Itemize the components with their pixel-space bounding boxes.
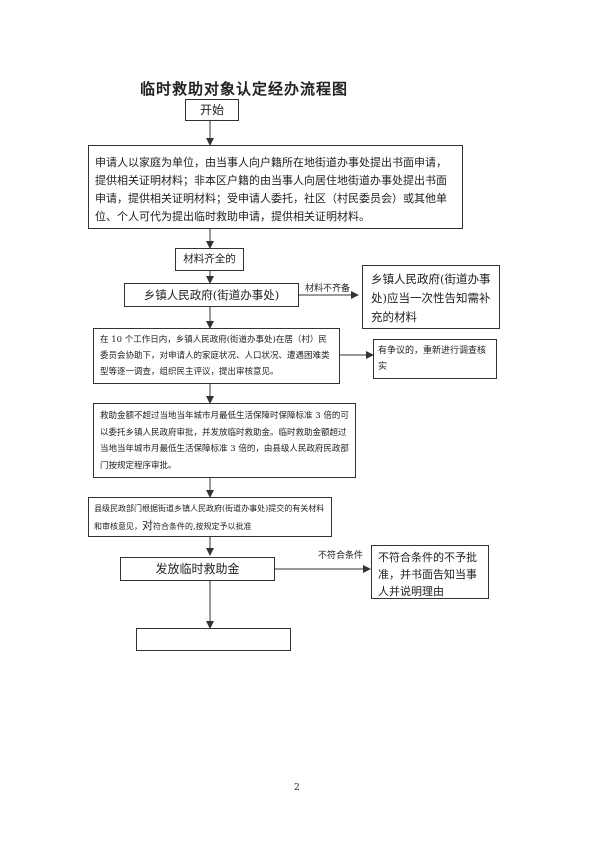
materials-complete-label: 材料齐全的 bbox=[183, 253, 236, 265]
start-label: 开始 bbox=[199, 103, 224, 117]
issue-box: 发放临时救助金 bbox=[120, 557, 275, 581]
apply-box: 申请人以家庭为单位，由当事人向户籍所在地街道办事处提出书面申请，提供相关证明材料… bbox=[88, 145, 463, 229]
supplement-text: 乡镇人民政府(街道办事处)应当一次性告知需补充的材料 bbox=[371, 272, 491, 324]
materials-complete-box: 材料齐全的 bbox=[175, 248, 244, 271]
apply-text: 申请人以家庭为单位，由当事人向户籍所在地街道办事处提出书面申请，提供相关证明材料… bbox=[95, 156, 447, 223]
reject-text: 不符合条件的不予批准，并书面告知当事人并说明理由 bbox=[378, 551, 477, 598]
incomplete-label: 材料不齐备 bbox=[305, 284, 351, 294]
dispute-text: 有争议的，重新进行调查核实 bbox=[378, 346, 487, 372]
county-text-a: 县级民政部门根据街道乡镇人民政府(街道办事处)提交的有关材料和审核意见， bbox=[94, 504, 325, 531]
amount-text: 救助金额不超过当地当年城市月最低生活保障时保障标准 3 倍的可以委托乡镇人民政府… bbox=[100, 411, 349, 471]
page-title: 临时救助对象认定经办流程图 bbox=[140, 80, 349, 98]
review-text: 在 10 个工作日内，乡镇人民政府(街道办事处)在居（村）民委员会协助下，对申请… bbox=[100, 335, 330, 377]
dispute-box: 有争议的，重新进行调查核实 bbox=[373, 339, 497, 379]
county-text-b: 对 bbox=[142, 519, 153, 532]
issue-label: 发放临时救助金 bbox=[155, 562, 240, 576]
township-box: 乡镇人民政府(街道办事处) bbox=[124, 283, 299, 307]
reject-box: 不符合条件的不予批准，并书面告知当事人并说明理由 bbox=[371, 545, 489, 599]
review-box: 在 10 个工作日内，乡镇人民政府(街道办事处)在居（村）民委员会协助下，对申请… bbox=[93, 328, 340, 384]
county-box: 县级民政部门根据街道乡镇人民政府(街道办事处)提交的有关材料和审核意见，对符合条… bbox=[88, 497, 332, 537]
supplement-box: 乡镇人民政府(街道办事处)应当一次性告知需补充的材料 bbox=[362, 265, 500, 329]
not-qualified-label: 不符合条件 bbox=[318, 551, 364, 561]
county-text-c: 符合条件的,按规定予以批准 bbox=[153, 522, 252, 531]
township-label: 乡镇人民政府(街道办事处) bbox=[143, 288, 280, 302]
final-empty-box bbox=[136, 628, 291, 651]
start-box: 开始 bbox=[185, 99, 239, 121]
amount-box: 救助金额不超过当地当年城市月最低生活保障时保障标准 3 倍的可以委托乡镇人民政府… bbox=[93, 403, 356, 478]
page-number: 2 bbox=[294, 783, 300, 793]
